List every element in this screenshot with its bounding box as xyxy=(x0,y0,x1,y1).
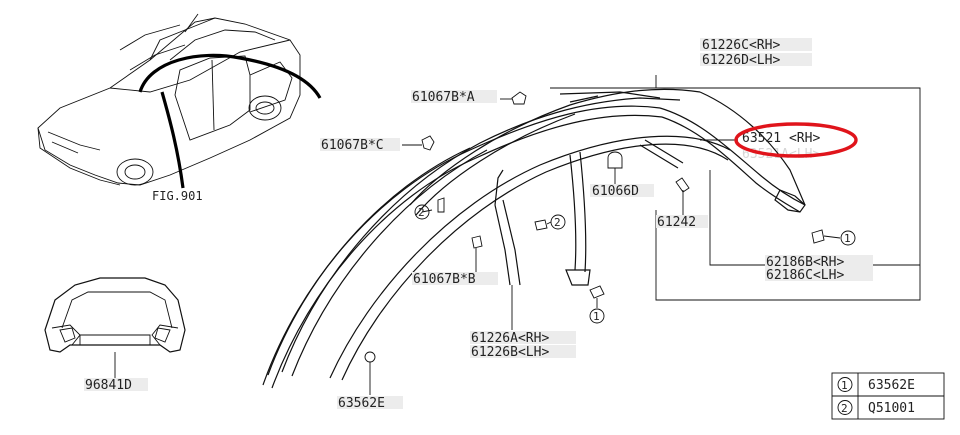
label-61067B-C: 61067B*C xyxy=(321,138,384,153)
callout-1-right: 1 xyxy=(844,232,851,245)
part-labels: 61226C<RH> 61226D<LH> 61067B*A 61067B*C … xyxy=(320,38,873,411)
car-illustration xyxy=(37,13,322,189)
leader-lines xyxy=(369,75,921,395)
label-61226B: 61226B<LH> xyxy=(471,345,549,360)
highlight-ellipse xyxy=(734,122,858,158)
label-62186B: 62186B<RH> xyxy=(766,255,844,270)
callout-2-left: 2 xyxy=(418,206,425,219)
label-61226A: 61226A<RH> xyxy=(471,331,549,346)
callout-2-mid: 2 xyxy=(554,216,561,229)
legend-num-2: 2 xyxy=(841,402,848,415)
label-61067B-B: 61067B*B xyxy=(413,272,476,287)
label-96841D: 96841D xyxy=(85,378,132,393)
label-62186C: 62186C<LH> xyxy=(766,268,844,283)
legend-part-1: 63562E xyxy=(868,378,915,393)
callout-1-bottom: 1 xyxy=(593,310,600,323)
callout-markers: 2 2 1 1 xyxy=(414,204,856,324)
headliner-illustration xyxy=(44,277,186,378)
fig-reference-label: FIG.901 xyxy=(152,189,203,203)
label-61066D: 61066D xyxy=(592,184,639,199)
clips-and-fasteners xyxy=(364,91,825,363)
label-61226C: 61226C<RH> xyxy=(702,38,780,53)
label-61226D: 61226D<LH> xyxy=(702,53,780,68)
label-61242: 61242 xyxy=(657,215,696,230)
label-61067B-A: 61067B*A xyxy=(412,90,475,105)
legend-part-2: Q51001 xyxy=(868,401,915,416)
roof-moulding-strips xyxy=(262,88,806,389)
label-63521-RH: 63521 <RH> xyxy=(742,131,820,146)
legend-table: 1 63562E 2 Q51001 xyxy=(831,372,945,420)
legend-num-1: 1 xyxy=(841,379,848,392)
label-63562E: 63562E xyxy=(338,396,385,411)
